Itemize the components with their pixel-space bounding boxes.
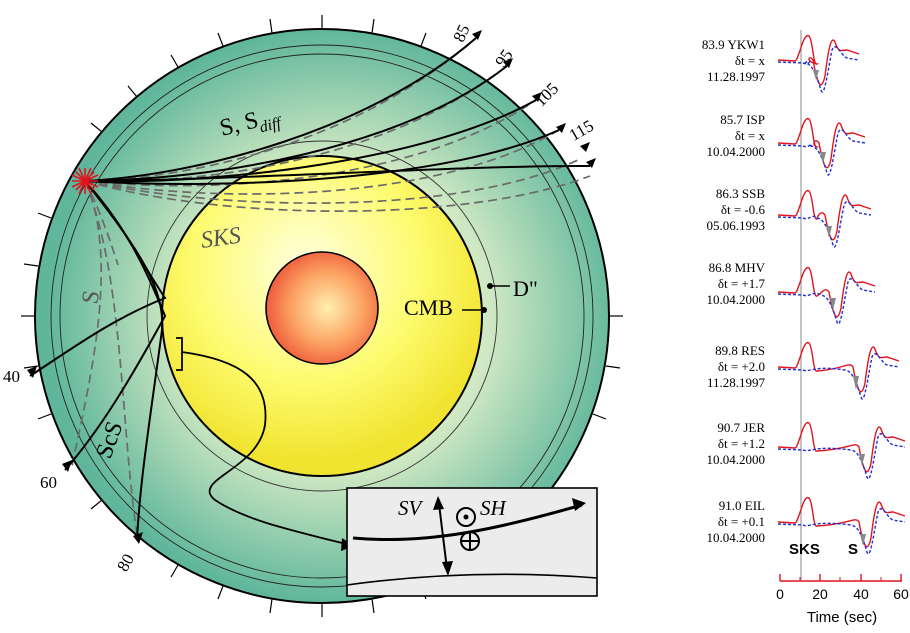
station-label-4: 89.8 RES <box>715 343 765 358</box>
station-date-6: 10.04.2000 <box>707 530 766 545</box>
radial-trace-0 <box>777 35 860 86</box>
s-phase-label: S <box>848 541 858 558</box>
transverse-trace-0 <box>777 46 860 93</box>
distance-95: 95 <box>491 46 516 71</box>
transverse-trace-6 <box>777 508 906 555</box>
station-dt-5: δt = +1.2 <box>718 436 765 451</box>
d-double-prime-layer <box>146 140 498 492</box>
time-tick-40: 40 <box>853 586 869 602</box>
inner-core <box>265 251 379 365</box>
sks-phase-label: SKS <box>789 541 820 558</box>
time-axis-label: Time (sec) <box>807 609 877 626</box>
station-date-3: 10.04.2000 <box>707 292 766 307</box>
station-labels: 83.9 YKW1 δt = x 11.28.1997 85.7 ISP δt … <box>702 37 766 545</box>
sv-arrow-down <box>442 561 453 576</box>
station-label-3: 86.8 MHV <box>709 260 766 275</box>
solid-rays <box>29 37 591 541</box>
polarization-inset: SV SH <box>346 487 598 597</box>
upper-mantle-boundary <box>50 44 594 588</box>
sv-arrow-shaft <box>438 503 448 570</box>
station-date-0: 11.28.1997 <box>707 69 766 84</box>
transverse-trace-5 <box>777 433 906 480</box>
station-dt-3: δt = +1.7 <box>718 276 766 291</box>
station-date-4: 11.28.1997 <box>707 375 766 390</box>
transverse-trace-2 <box>777 201 872 248</box>
station-dt-1: δt = x <box>735 128 766 143</box>
inset-cmb-curve <box>346 573 598 586</box>
radial-trace-6 <box>777 497 906 548</box>
zoom-bracket <box>176 337 183 371</box>
time-axis: 0 20 40 60 Time (sec) <box>776 574 909 626</box>
sks-label: SKS <box>199 223 242 254</box>
s-arrival-markers <box>813 70 866 546</box>
sv-label: SV <box>398 496 424 520</box>
zoom-connector <box>181 351 351 546</box>
station-dt-2: δt = -0.6 <box>721 202 766 217</box>
radial-trace-5 <box>777 422 906 473</box>
distance-105: 105 <box>531 79 562 110</box>
time-tick-60: 60 <box>893 586 909 602</box>
transition-zone-boundary <box>59 53 585 579</box>
radial-trace-3 <box>777 267 876 318</box>
station-dt-4: δt = +2.0 <box>718 359 765 374</box>
sh-out-of-page-icon <box>456 507 476 527</box>
station-date-2: 05.06.1993 <box>707 218 766 233</box>
time-tick-0: 0 <box>776 586 784 602</box>
d-double-prime-marker <box>487 283 493 289</box>
sh-label: SH <box>480 496 508 520</box>
station-label-0: 83.9 YKW1 <box>702 37 765 52</box>
cmb-marker <box>481 307 487 313</box>
station-label-6: 91.0 EIL <box>719 498 765 513</box>
radial-trace-2 <box>777 190 872 241</box>
station-dt-0: δt = x <box>735 53 766 68</box>
station-markers <box>27 30 596 544</box>
station-date-5: 10.04.2000 <box>707 452 766 467</box>
distance-40: 40 <box>3 367 20 386</box>
transverse-trace-3 <box>777 278 876 325</box>
station-dt-6: δt = +0.1 <box>718 514 765 529</box>
distance-60: 60 <box>40 473 57 492</box>
radial-trace-1 <box>777 118 866 169</box>
station-label-5: 90.7 JER <box>717 420 765 435</box>
time-tick-20: 20 <box>812 586 828 602</box>
distance-115: 115 <box>566 116 597 145</box>
s-label: S <box>77 288 105 306</box>
earth-cross-section: S, Sdiff SKS S ScS CMB D" 85 95 105 115 … <box>3 15 623 617</box>
transverse-trace-1 <box>777 129 866 176</box>
cmb-label: CMB <box>404 295 453 320</box>
station-label-2: 86.3 SSB <box>716 186 765 201</box>
station-label-1: 85.7 ISP <box>720 112 765 127</box>
inset-ray-arrowhead <box>572 498 586 511</box>
seismogram-traces <box>777 35 906 555</box>
station-date-1: 10.04.2000 <box>707 144 766 159</box>
distance-85: 85 <box>449 22 473 45</box>
distance-80: 80 <box>113 551 138 575</box>
degree-ticks <box>21 15 623 617</box>
radial-trace-4 <box>777 342 900 393</box>
earthquake-star-icon <box>71 167 99 195</box>
transverse-trace-4 <box>777 353 900 400</box>
d-double-prime-label: D" <box>513 276 538 301</box>
sv-arrow-up <box>433 496 444 510</box>
seismogram-panel: 83.9 YKW1 δt = x 11.28.1997 85.7 ISP δt … <box>702 30 909 626</box>
